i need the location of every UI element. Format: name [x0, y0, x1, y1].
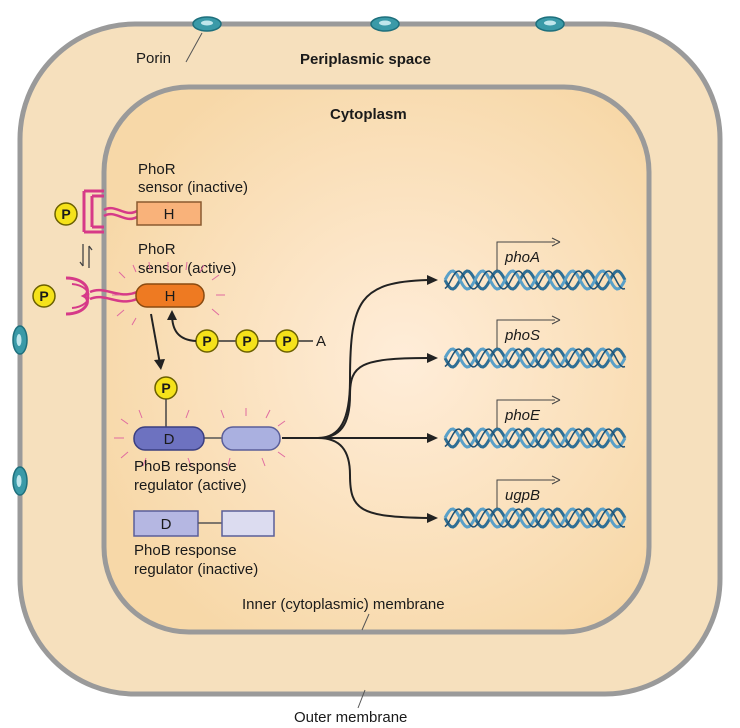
phosphate-icon: P — [154, 376, 178, 400]
gene-label-phoE: phoE — [504, 407, 541, 424]
porin-icon — [192, 16, 222, 32]
svg-text:H: H — [164, 206, 175, 223]
inner-membrane-pointer — [361, 613, 370, 631]
phosphate-icon: P — [54, 202, 78, 226]
activation-glow — [114, 408, 286, 467]
svg-text:P: P — [39, 288, 48, 304]
dna-helix-phoS — [443, 347, 627, 369]
svg-text:P: P — [202, 333, 211, 349]
promoter-arrow — [496, 241, 555, 270]
promoter-arrowhead — [551, 237, 561, 247]
porin-icon — [370, 16, 400, 32]
cytoplasm-label: Cytoplasm — [330, 106, 407, 123]
phob-active-output-domain — [221, 426, 281, 451]
porin-label: Porin — [136, 50, 171, 67]
porin-icon — [12, 325, 28, 355]
svg-text:A: A — [316, 333, 326, 350]
svg-text:P: P — [161, 380, 170, 396]
phor-inactive-label: sensor (inactive) — [138, 179, 248, 196]
porin-icon — [535, 16, 565, 32]
porin-icon — [12, 466, 28, 496]
promoter-arrow — [496, 479, 555, 508]
promoter-arrowhead — [551, 315, 561, 325]
arrowheads — [427, 275, 438, 523]
outer-membrane-pointer — [357, 689, 366, 709]
porin-pointer — [185, 32, 203, 63]
periplasmic-space-label: Periplasmic space — [300, 51, 431, 68]
phor-active-label: PhoR — [138, 241, 176, 258]
promoter-arrow — [496, 399, 555, 428]
svg-text:P: P — [282, 333, 291, 349]
dna-helix-ugpB — [443, 507, 627, 529]
svg-text:D: D — [161, 516, 172, 533]
phor-active-receptor — [65, 276, 138, 316]
phob-inactive-label: regulator (inactive) — [134, 561, 258, 578]
equilibrium-arrows-icon — [79, 244, 93, 268]
promoter-arrow — [496, 319, 555, 348]
atp-molecule: P P P A — [195, 329, 326, 353]
dna-helix-phoE — [443, 427, 627, 449]
gene-label-ugpB: ugpB — [505, 487, 540, 504]
svg-text:H: H — [165, 288, 176, 305]
inner-membrane-label: Inner (cytoplasmic) membrane — [242, 596, 445, 613]
outer-membrane-label: Outer membrane — [294, 709, 407, 726]
phob-active-d-domain: D — [133, 426, 205, 451]
phor-inactive-label: PhoR — [138, 161, 176, 178]
phor-active-label: sensor (active) — [138, 260, 236, 277]
phob-inactive-output-domain — [221, 510, 275, 537]
gene-activation-arrows — [282, 279, 429, 519]
phor-inactive-h-domain: H — [136, 201, 202, 226]
phob-inactive-d-domain: D — [133, 510, 199, 537]
promoter-arrowhead — [551, 475, 561, 485]
phosphate-icon: P — [32, 284, 56, 308]
phob-active-label: PhoB response — [134, 458, 237, 475]
phob-active-label: regulator (active) — [134, 477, 247, 494]
gene-label-phoA: phoA — [504, 249, 540, 266]
phob-inactive-label: PhoB response — [134, 542, 237, 559]
phosphotransfer-arrow — [150, 313, 161, 365]
promoter-arrowhead — [551, 395, 561, 405]
svg-text:D: D — [164, 431, 175, 448]
gene-label-phoS: phoS — [504, 327, 540, 344]
activation-glow — [112, 261, 225, 326]
dna-helix-phoA — [443, 269, 627, 291]
svg-text:P: P — [242, 333, 251, 349]
svg-text:P: P — [61, 206, 70, 222]
phor-active-h-domain: H — [135, 283, 205, 308]
inner-membrane — [101, 84, 652, 635]
phor-inactive-receptor — [82, 189, 138, 234]
